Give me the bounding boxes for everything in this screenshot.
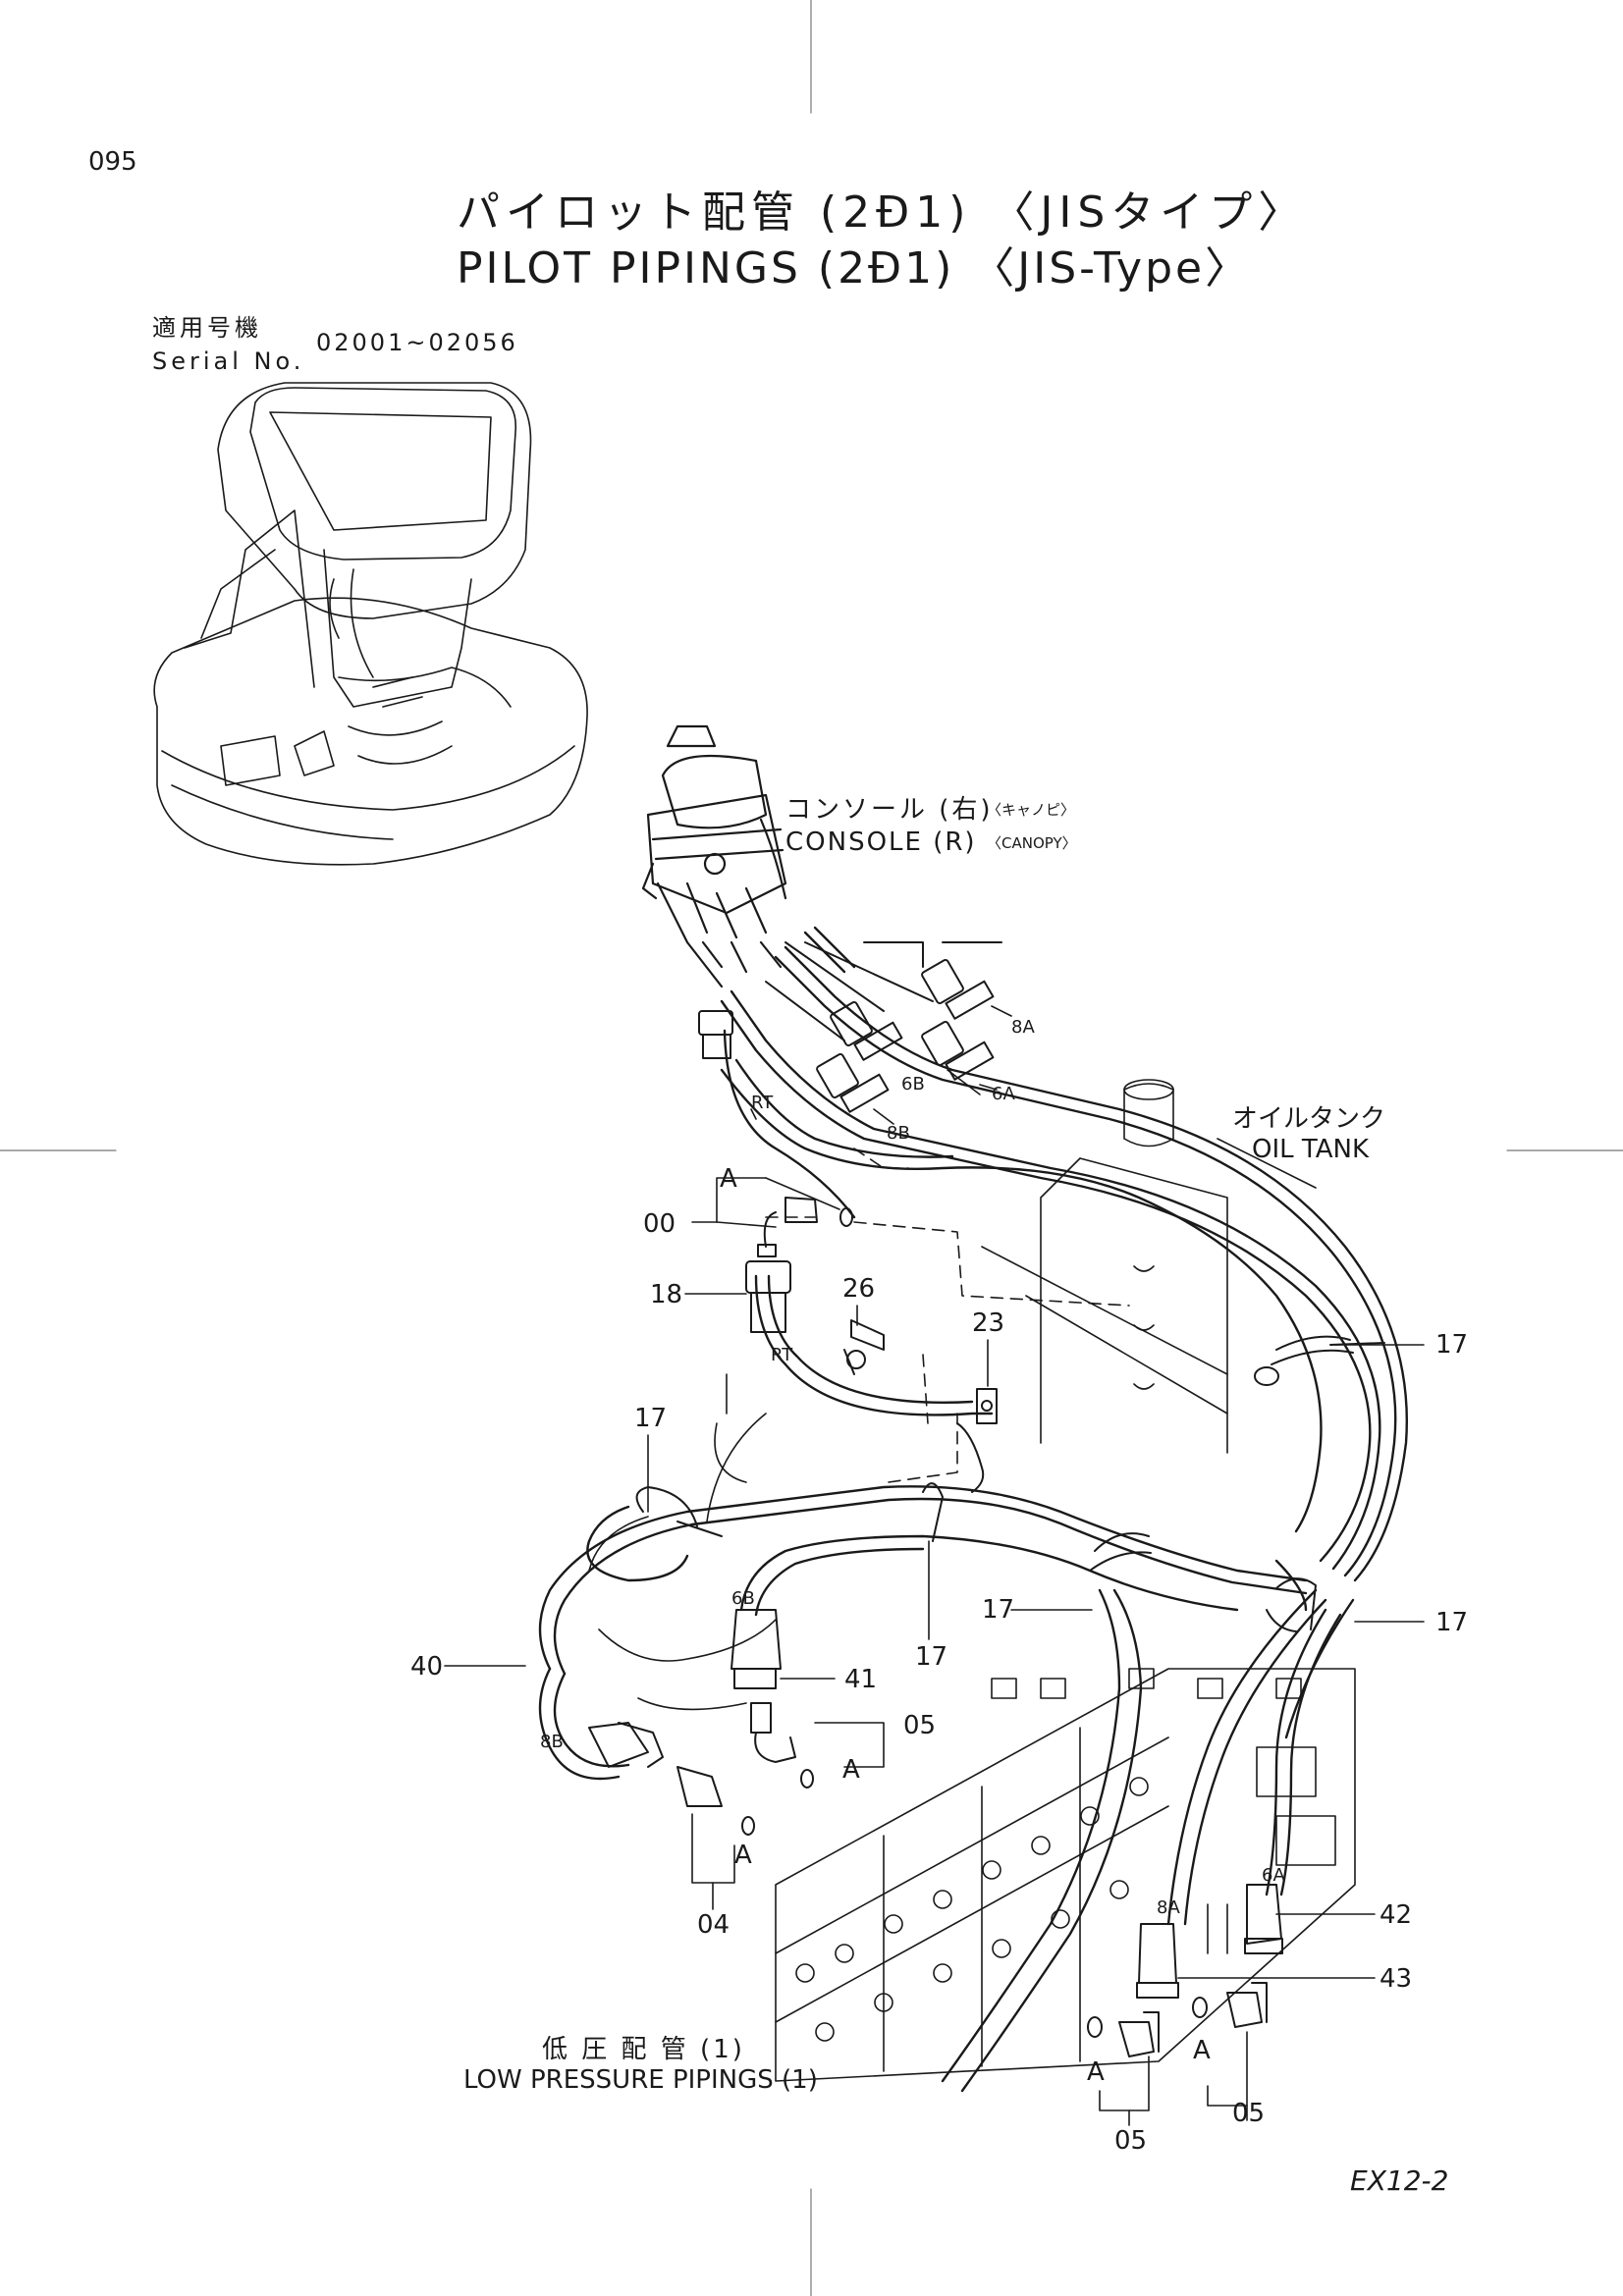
console-sub-english: 〈CANOPY〉 — [987, 834, 1077, 852]
serial-label-english: Serial No. — [152, 347, 305, 375]
low-pressure-label-english: LOW PRESSURE PIPINGS (1) — [463, 2065, 818, 2095]
oil-tank-label-english: OIL TANK — [1252, 1135, 1370, 1164]
pilot-valve-console — [641, 724, 787, 988]
console-label-japanese: コンソール (右) — [785, 795, 994, 825]
control-valve-bank — [588, 1373, 1356, 2082]
hose-mark-RT-upper: RT — [751, 1093, 774, 1113]
part-label-17-mid: 17 — [915, 1642, 948, 1672]
lower-fittings — [588, 1609, 1283, 2057]
oil-tank — [981, 1079, 1317, 1454]
title-english: PILOT PIPINGS (2Đ1) 〈JIS-Type〉 — [457, 243, 1252, 294]
hose-mark-8B-lower: 8B — [540, 1732, 564, 1752]
hose-mark-6B-upper: 6B — [901, 1074, 925, 1095]
part-label-41: 41 — [844, 1665, 878, 1694]
part-label-42: 42 — [1380, 1900, 1413, 1930]
part-label-05-bottom-right: 05 — [1232, 2099, 1266, 2128]
pilot-hoses — [720, 926, 1408, 1582]
upper-hose-fittings — [698, 941, 1002, 1113]
dashed-leaders — [765, 1148, 1130, 1483]
part-label-05-bottom-left: 05 — [1114, 2126, 1148, 2156]
part-label-05-upper: 05 — [903, 1711, 937, 1740]
low-pressure-label-japanese: 低 圧 配 管 (1) — [542, 2035, 745, 2064]
part-label-00: 00 — [643, 1209, 676, 1239]
ref-mark-A-upper: A — [720, 1164, 737, 1194]
part-label-17-right-upper: 17 — [1435, 1330, 1469, 1360]
machine-overview-illustration — [153, 382, 588, 866]
part-label-26: 26 — [842, 1274, 876, 1304]
console-label-english: CONSOLE (R) — [785, 828, 977, 857]
leader-lines — [444, 1005, 1425, 2126]
oil-tank-label-japanese: オイルタンク — [1232, 1104, 1386, 1134]
ref-mark-A-mid: A — [842, 1755, 860, 1785]
upper-fittings — [745, 1197, 885, 1375]
serial-range: 02001~02056 — [316, 329, 518, 356]
console-sub-japanese: 〈キャノピ〉 — [987, 801, 1076, 819]
title-japanese: パイロット配管 (2Đ1) 〈JISタイプ〉 — [457, 187, 1308, 238]
part-label-17-center: 17 — [982, 1595, 1015, 1625]
ref-mark-A-lower: A — [734, 1841, 752, 1870]
part-label-04: 04 — [697, 1910, 730, 1940]
hose-mark-8A-upper: 8A — [1011, 1017, 1035, 1038]
serial-label-japanese: 適用号機 — [152, 314, 262, 342]
hose-mark-6A-upper: 6A — [992, 1084, 1015, 1104]
model-code: EX12-2 — [1350, 2164, 1449, 2197]
part-label-23: 23 — [972, 1308, 1005, 1338]
part-label-40: 40 — [410, 1652, 444, 1682]
part-label-18: 18 — [650, 1280, 683, 1309]
hose-mark-8B-upper: 8B — [887, 1123, 910, 1144]
page-number: 095 — [88, 147, 137, 177]
hose-mark-6B-lower: 6B — [731, 1588, 755, 1609]
lower-hoses — [538, 1274, 1355, 2093]
hose-mark-6A-lower: 6A — [1262, 1865, 1285, 1886]
hose-mark-RT-mid: RT — [771, 1345, 793, 1365]
ref-mark-A-bottom-right: A — [1193, 2036, 1211, 2065]
part-label-17-left: 17 — [634, 1404, 668, 1433]
ref-mark-A-bottom-left: A — [1087, 2057, 1105, 2087]
hose-mark-8A-lower: 8A — [1157, 1897, 1180, 1918]
part-label-17-right-lower: 17 — [1435, 1608, 1469, 1637]
part-label-43: 43 — [1380, 1964, 1413, 1994]
